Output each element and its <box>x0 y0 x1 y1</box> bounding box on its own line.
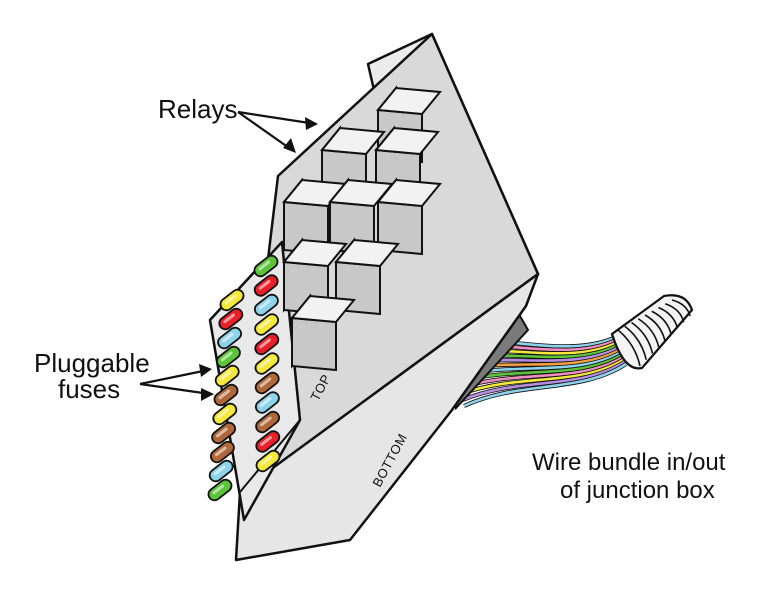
fuse-highlight <box>258 260 271 271</box>
fuses-label-line1: Pluggable <box>34 348 150 378</box>
relay <box>282 177 348 256</box>
fuse-highlight <box>220 351 233 362</box>
relay-top-face <box>290 294 356 324</box>
fuse-highlight <box>212 484 225 495</box>
fuse-highlight <box>258 280 271 290</box>
relays-arrowhead-2 <box>283 138 296 153</box>
sheath-wrap-line <box>671 299 691 317</box>
fuse <box>253 293 279 317</box>
fuses-label-line2: fuses <box>58 374 120 404</box>
fuse-highlight <box>258 299 271 310</box>
box-front-face <box>234 272 540 562</box>
relay-top-face <box>376 178 442 208</box>
fuse <box>212 402 238 426</box>
fuse-highlight <box>218 389 231 400</box>
sheath-wrap-line <box>631 321 654 354</box>
fuse-highlight <box>223 313 235 324</box>
fuse-highlight <box>260 455 273 466</box>
sheath-wrap-line <box>658 306 679 329</box>
wire <box>461 357 626 395</box>
fuse-highlight <box>260 416 272 427</box>
fuse-highlight <box>213 465 226 476</box>
fuses-arrowhead-2 <box>201 388 214 401</box>
sheath-wrap-line <box>617 329 641 367</box>
relay-top-face <box>376 86 442 116</box>
fuse <box>208 459 234 483</box>
wire-wrap-sheath <box>610 294 694 370</box>
sheath-wrap-line <box>651 310 673 335</box>
wire-label-line1: Wire bundle in/out <box>532 449 726 476</box>
fuse <box>254 332 280 356</box>
fuse <box>255 410 281 434</box>
fuse <box>213 383 239 407</box>
fuses-arrowhead-1 <box>199 364 212 377</box>
relay-front-face <box>291 316 337 372</box>
fuse <box>255 449 281 473</box>
relay-top-face <box>282 238 348 268</box>
fuse <box>215 345 241 369</box>
fuse <box>253 274 279 297</box>
relay <box>376 177 442 256</box>
sheath-wrap-line <box>664 302 685 323</box>
wire <box>463 362 627 408</box>
fuse <box>254 371 280 395</box>
fuse <box>254 313 280 336</box>
fuse <box>254 352 280 375</box>
fuse-highlight <box>224 294 237 305</box>
relay <box>282 237 348 316</box>
wire-label-line2: of junction box <box>560 477 715 504</box>
fuse-highlight <box>259 358 272 368</box>
relay-top-face <box>334 238 400 268</box>
fuse <box>254 391 280 414</box>
fuse-highlight <box>260 436 272 446</box>
wire <box>460 354 626 389</box>
relays-arrowhead-1 <box>305 117 318 130</box>
fuse <box>214 364 240 388</box>
fuse-highlight <box>259 338 271 349</box>
relay-group <box>282 85 442 372</box>
relay-top-face <box>374 126 440 156</box>
fuse-highlight <box>214 446 227 457</box>
sheath-wrap-line <box>644 314 666 342</box>
fuse <box>255 430 281 453</box>
fuse <box>211 421 237 445</box>
fuse <box>207 478 233 502</box>
fuse-highlight <box>219 370 232 381</box>
sheath-wrap-line <box>637 318 660 348</box>
fuses-arrow <box>139 368 211 396</box>
fuse <box>219 288 245 312</box>
fuse-group <box>207 254 281 502</box>
sheath-wrap-line <box>624 325 648 360</box>
relays-label: Relays <box>158 94 237 124</box>
fuse <box>209 440 235 464</box>
fuse-highlight <box>259 397 272 407</box>
fuse-highlight <box>217 408 229 419</box>
fuse-highlight <box>222 332 234 343</box>
fuse <box>253 254 279 278</box>
fuse-highlight <box>216 427 228 438</box>
fuse-highlight <box>259 377 272 388</box>
fuse-highlight <box>259 319 271 329</box>
fuse <box>218 307 244 331</box>
wire <box>462 360 627 402</box>
fuse <box>217 326 243 350</box>
relay-top-face <box>320 126 386 156</box>
relay <box>290 293 356 372</box>
relays-arrow <box>237 110 317 151</box>
